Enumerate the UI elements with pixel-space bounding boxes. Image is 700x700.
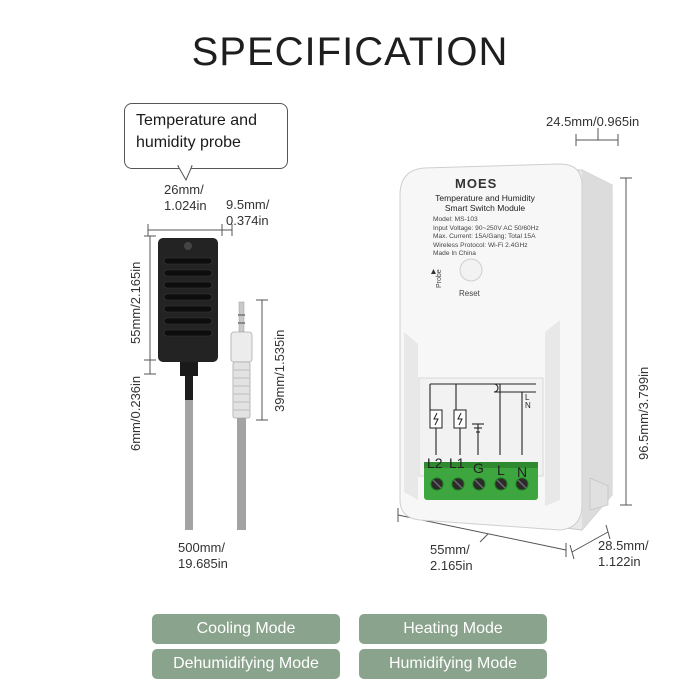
module-wireless: Wireless Protocol: Wi-Fi 2.4GHz — [433, 241, 528, 249]
terminal-l1-label: L1 — [449, 455, 465, 471]
probe-cable-dim: 500mm/ 19.685in — [178, 540, 228, 571]
module-current: Max. Current: 15A/Gang; Total 15A — [433, 233, 536, 240]
wire-label-l: L — [525, 393, 530, 402]
module-thickness-dim: 28.5mm/ 1.122in — [598, 538, 649, 569]
terminal-g-label: G — [473, 460, 484, 476]
humidifying-mode-button[interactable]: Humidifying Mode — [359, 649, 547, 679]
terminal-n-label: N — [517, 464, 528, 480]
probe-width-dim: 26mm/ 1.024in — [164, 182, 207, 213]
module-model: Model: MS-103 — [433, 216, 478, 223]
heating-mode-button[interactable]: Heating Mode — [359, 614, 547, 644]
probe-callout-bubble — [124, 103, 288, 169]
module-height-dim: 96.5mm/3.799in — [636, 366, 651, 460]
wire-label-n: N — [525, 401, 531, 410]
terminal-l-label: L — [497, 462, 505, 478]
dehumidifying-mode-button[interactable]: Dehumidifying Mode — [152, 649, 340, 679]
module-name-line1: Temperature and Humidity — [435, 193, 535, 203]
module-width-dim: 55mm/ 2.165in — [430, 542, 473, 573]
terminal-l2-label: L2 — [427, 455, 443, 471]
probe-jack-label: Probe — [436, 269, 443, 288]
module-name-line2: Smart Switch Module — [444, 203, 526, 213]
module-spec-block: Model: MS-103 Input Voltage: 90~250V AC … — [433, 216, 543, 259]
probe-depth-dim: 9.5mm/ 0.374in — [226, 197, 270, 228]
moes-logo: MOES — [455, 176, 498, 191]
module-input: Input Voltage: 90~250V AC 50/60Hz — [433, 224, 539, 232]
module-depth-dim: 24.5mm/0.965in — [546, 114, 640, 129]
probe-callout-text: Temperature and humidity probe — [136, 112, 257, 151]
module-origin: Made In China — [433, 250, 476, 257]
reset-label: Reset — [459, 289, 480, 298]
page-title: SPECIFICATION — [191, 30, 509, 74]
module-name: Temperature and Humidity Smart Switch Mo… — [430, 193, 540, 213]
cooling-mode-button[interactable]: Cooling Mode — [152, 614, 340, 644]
